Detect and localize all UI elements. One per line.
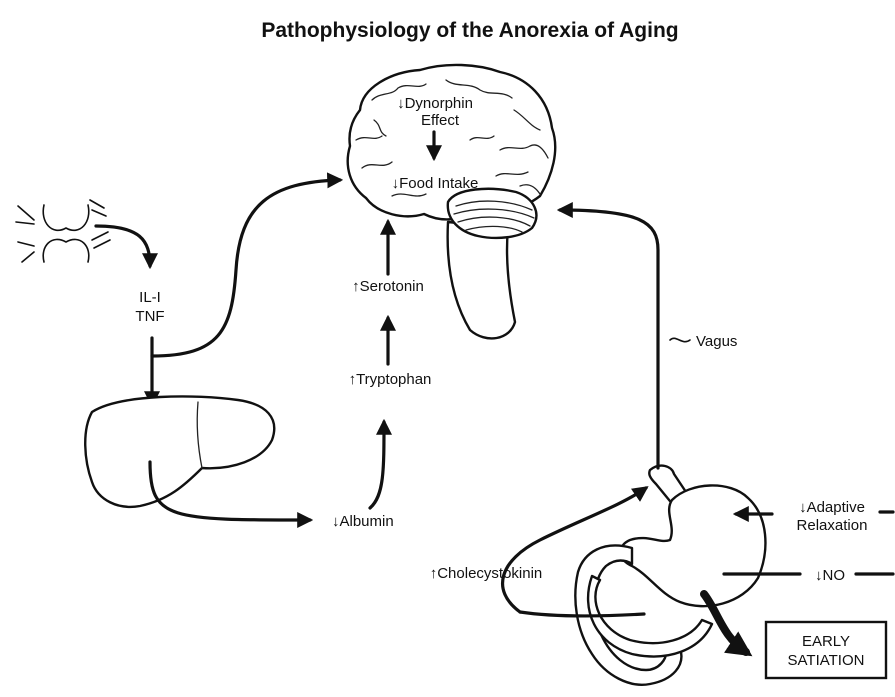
albumin-to-tryptophan-arrow (370, 422, 384, 508)
adaptive-relaxation-label-line2: Relaxation (797, 517, 868, 534)
vagus-squiggle (670, 338, 690, 341)
albumin-label: ↓Albumin (332, 513, 394, 530)
dynorphin-label-line1: ↓Dynorphin (397, 95, 473, 112)
early-satiation-label-line2: SATIATION (788, 652, 865, 669)
food-intake-label: ↓Food Intake (392, 175, 479, 192)
cytokine-upper-cell (43, 205, 89, 230)
vagus-label: Vagus (696, 333, 737, 350)
tnf-label: TNF (135, 308, 164, 325)
cytokine-lower-cell (43, 239, 89, 262)
brain-stem (448, 222, 515, 338)
cytokine-symbol (16, 200, 110, 262)
serotonin-label: ↑Serotonin (352, 278, 424, 295)
tryptophan-label: ↑Tryptophan (349, 371, 432, 388)
adaptive-relaxation-label-line1: ↓Adaptive (799, 499, 865, 516)
liver (85, 396, 274, 506)
il1-label: IL-I (139, 289, 161, 306)
dynorphin-label-line2: Effect (421, 112, 460, 129)
early-satiation-box (766, 622, 886, 678)
stomach (620, 485, 765, 606)
early-satiation-label-line1: EARLY (802, 633, 850, 650)
liver-illustration (85, 396, 274, 506)
no-label: ↓NO (815, 567, 845, 584)
page-title: Pathophysiology of the Anorexia of Aging (261, 19, 678, 42)
cholecystokinin-label: ↑Cholecystokinin (430, 565, 543, 582)
vagus-nerve-arrow (560, 210, 658, 468)
cytokine-to-brain-arrow (152, 180, 340, 356)
cytokine-to-il1-arrow (96, 226, 150, 266)
